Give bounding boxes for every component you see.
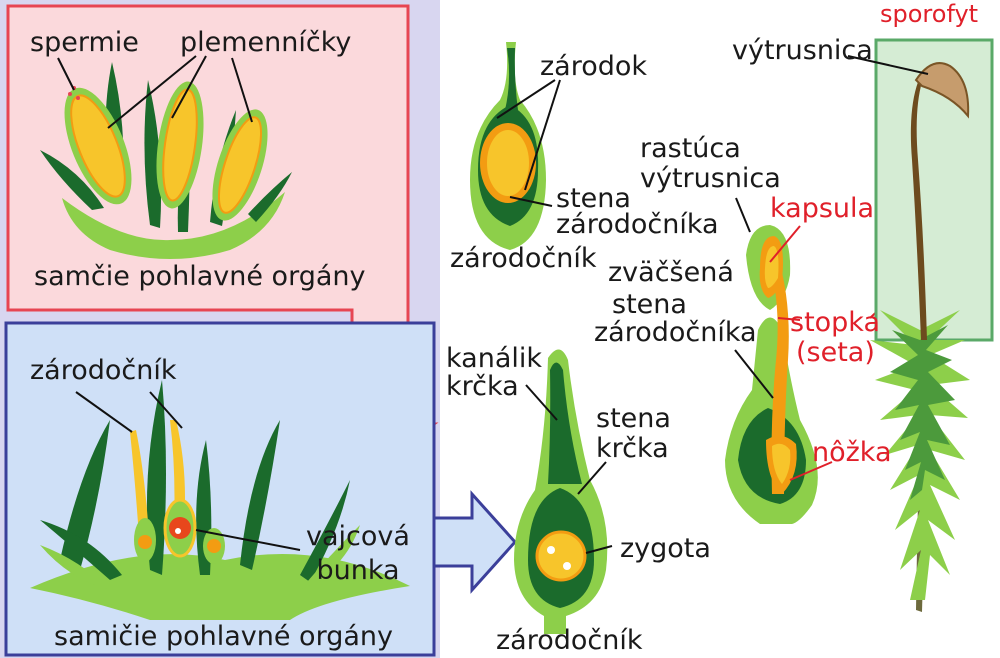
zygote-highlight: [547, 546, 555, 554]
label-stena-1: stena: [612, 290, 687, 319]
growing-sporophyte-drawing: [725, 225, 818, 524]
label-sporofyt: sporofyt: [880, 0, 978, 29]
label-plemennicky: plemenníčky: [180, 28, 351, 57]
label-vytrusnica: výtrusnica: [732, 36, 873, 65]
female-to-zygote-arrow: [434, 494, 515, 590]
label-zygota: zygota: [620, 534, 711, 563]
label-stopka-1: stopka: [790, 308, 880, 337]
label-zarodocnik-female: zárodočník: [30, 356, 177, 385]
label-kapsula: kapsula: [770, 194, 874, 223]
egg-small: [138, 535, 152, 549]
egg-cell: [169, 517, 191, 539]
label-rastuca-1: rastúca: [640, 134, 741, 163]
label-zarodocnik-bottom: zárodočník: [496, 626, 643, 655]
label-stopka-2: (seta): [796, 338, 875, 367]
archegonium-zygote-drawing: [514, 349, 607, 634]
label-rastuca-2: výtrusnica: [640, 164, 781, 193]
label-zarodok: zárodok: [540, 52, 647, 81]
label-spermie: spermie: [30, 28, 139, 57]
archegonium-embryo-drawing: [470, 42, 546, 250]
male-organs-title: samčie pohlavné orgány: [34, 262, 365, 291]
zygote: [537, 532, 585, 580]
label-stena-zarodocnika-2: zárodočníka: [556, 210, 719, 239]
female-organs-title: samičie pohlavné orgány: [54, 622, 393, 651]
embryo-inner: [486, 129, 530, 197]
label-stena-krcka-2: krčka: [596, 434, 669, 463]
zygote-highlight: [563, 562, 571, 570]
sperm-dot: [68, 92, 72, 96]
label-kanalik-2: krčka: [446, 372, 519, 401]
egg-small: [207, 539, 221, 553]
label-zvacsena: zväčšená: [608, 258, 734, 287]
label-kanalik-1: kanálik: [446, 344, 542, 373]
label-nozka: nôžka: [812, 438, 892, 467]
label-zarodocnik-top: zárodočník: [450, 244, 597, 273]
label-vajcova-2: bunka: [298, 556, 418, 585]
label-vajcova-1: vajcová: [298, 522, 418, 551]
label-stena-2: zárodočníka: [594, 318, 757, 347]
egg-highlight: [175, 528, 181, 534]
label-stena-krcka-1: stena: [596, 404, 671, 433]
sperm-dot: [76, 96, 80, 100]
